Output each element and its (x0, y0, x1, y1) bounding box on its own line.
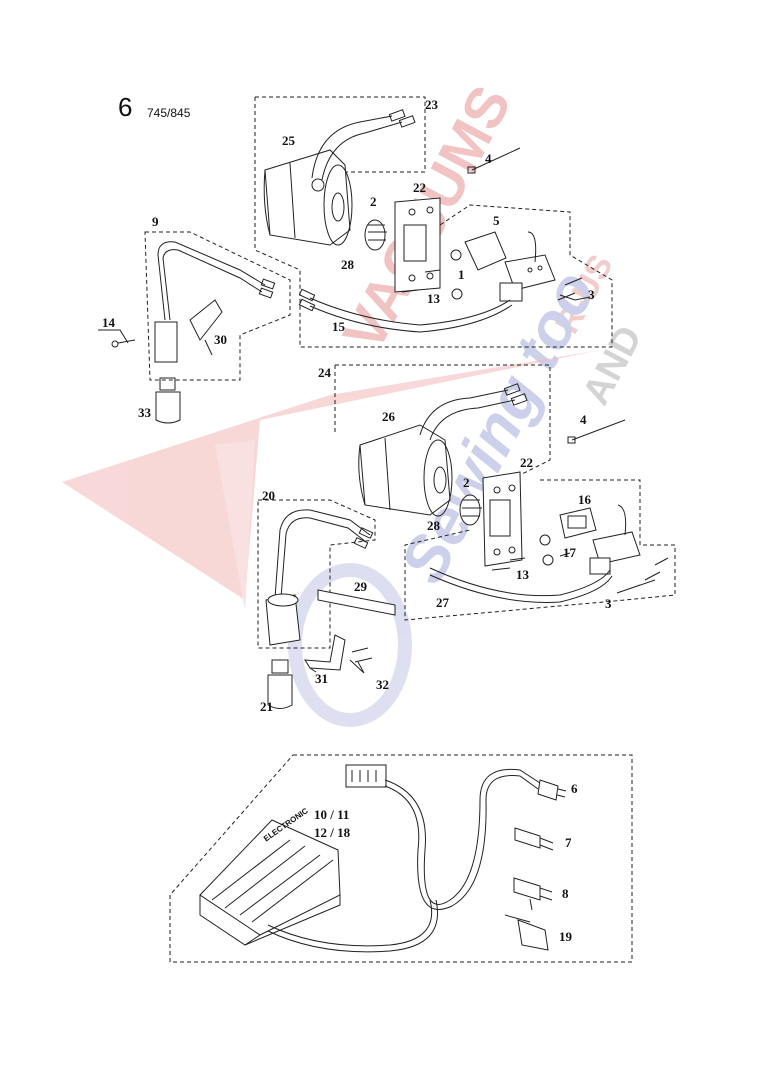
motor-25 (263, 109, 416, 246)
nut-1 (450, 249, 463, 300)
callout-33: 33 (138, 405, 151, 420)
cable-tie-4a (467, 147, 521, 174)
plug-7 (514, 827, 554, 851)
upper-motor-group-outline (144, 96, 613, 381)
callout-26: 26 (382, 409, 395, 424)
plug-19 (504, 914, 549, 951)
callout-9: 9 (152, 214, 159, 229)
callout-32: 32 (376, 677, 389, 692)
motor-26 (358, 383, 528, 517)
callout-19: 19 (559, 929, 572, 944)
callout-22-upper: 22 (413, 180, 426, 195)
pedal-cords (267, 768, 541, 953)
foot-controller (199, 819, 341, 946)
callout-30: 30 (214, 332, 227, 347)
bracket-31 (304, 634, 346, 671)
socket-3b (589, 504, 669, 581)
cable-tie-4b (567, 419, 626, 444)
callout-23: 23 (425, 97, 438, 112)
bracket-22 (394, 197, 441, 293)
callout-12-18: 12 / 18 (314, 825, 351, 840)
bulb-33 (155, 377, 181, 424)
socket-3 (499, 231, 583, 302)
callout-3-lower: 3 (605, 596, 612, 611)
callout-15: 15 (332, 319, 345, 334)
callout-2-upper: 2 (370, 194, 377, 209)
plate-5 (464, 231, 507, 271)
callout-28-lower: 28 (427, 518, 440, 533)
callout-7: 7 (565, 835, 572, 850)
callout-28-upper: 28 (341, 257, 354, 272)
leader-lines (98, 294, 656, 674)
callout-4-lower: 4 (580, 412, 587, 427)
callout-13-upper: 13 (427, 291, 440, 306)
callout-10-11: 10 / 11 (314, 807, 350, 822)
callout-6: 6 (571, 781, 578, 796)
callout-25: 25 (282, 133, 295, 148)
lamp-holder-20 (265, 593, 301, 646)
plate-16 (559, 507, 597, 539)
callout-27: 27 (436, 595, 449, 610)
callout-20: 20 (262, 488, 275, 503)
plug-8 (513, 877, 553, 911)
model-number: 745/845 (147, 106, 191, 120)
lower-motor-group-outline (257, 364, 676, 649)
callout-3-upper: 3 (588, 287, 595, 302)
screws-32 (351, 647, 373, 663)
callout-4-upper: 4 (485, 151, 492, 166)
callout-14: 14 (102, 315, 115, 330)
callout-8: 8 (562, 886, 569, 901)
callout-16: 16 (578, 492, 591, 507)
bulb-21 (267, 659, 293, 709)
lamp-bracket-30 (154, 299, 223, 363)
callout-5: 5 (493, 213, 500, 228)
watermark-logo (62, 350, 600, 727)
screw-14 (111, 339, 136, 348)
callout-13-lower: 13 (516, 567, 529, 582)
lamp-cable-20 (274, 509, 374, 599)
callout-21: 21 (260, 699, 273, 714)
foot-pedal-group-outline (169, 754, 633, 963)
callout-22-lower: 22 (520, 455, 533, 470)
screws-13a (401, 269, 441, 293)
bushing-17 (539, 534, 554, 566)
gear-28b (459, 494, 482, 526)
callout-29: 29 (354, 579, 367, 594)
callout-24: 24 (318, 365, 331, 380)
cable-15 (298, 288, 513, 333)
screws-13b (491, 557, 526, 571)
lamp-cable-9 (157, 241, 276, 321)
gear-28 (364, 219, 387, 251)
callout-17: 17 (563, 545, 576, 560)
plug-6 (537, 779, 567, 801)
bracket-22b (482, 471, 523, 567)
callout-1: 1 (458, 267, 465, 282)
callout-2-lower: 2 (463, 475, 470, 490)
pedal-plug (345, 764, 387, 788)
page-number: 6 (118, 92, 133, 122)
cable-27 (429, 567, 613, 603)
tube-29 (317, 589, 396, 616)
callout-31: 31 (315, 671, 328, 686)
